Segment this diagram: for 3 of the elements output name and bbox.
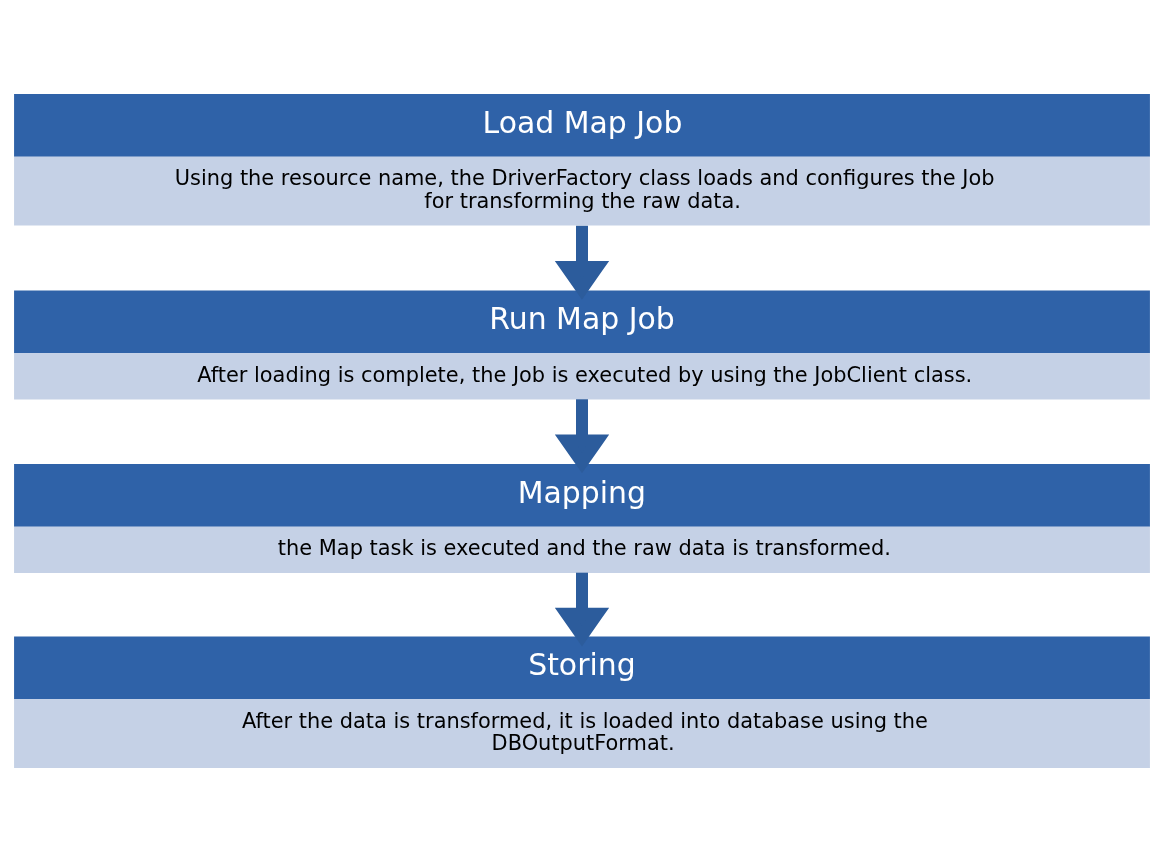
- arrow: [554, 572, 610, 647]
- arrow: [554, 398, 610, 473]
- arrow: [554, 225, 610, 300]
